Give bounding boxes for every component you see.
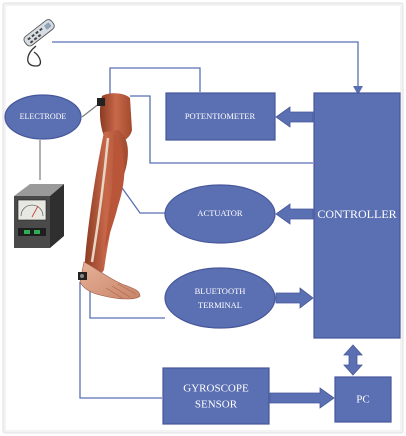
leg-anatomy-icon xyxy=(78,93,141,300)
electrode-label: ELECTRODE xyxy=(20,112,67,121)
pc-label: PC xyxy=(356,394,369,406)
remote-to-controller-wire xyxy=(52,41,359,88)
bluetooth-label-line1: BLUETOOTH xyxy=(195,286,246,296)
remote-control-icon xyxy=(23,19,55,67)
potentiometer-label: POTENTIOMETER xyxy=(185,111,256,121)
knee-to-controller-wire xyxy=(130,95,313,164)
controller-pc-double-arrow xyxy=(343,344,363,376)
bluetooth-label-line2: TERMINAL xyxy=(198,300,242,310)
controller-block: CONTROLLER xyxy=(313,92,401,339)
bluetooth-to-controller-arrow xyxy=(275,287,314,309)
bluetooth-terminal-block: BLUETOOTH TERMINAL xyxy=(164,267,276,329)
knee-to-potentiometer-wire xyxy=(109,67,201,100)
potentiometer-block: POTENTIOMETER xyxy=(165,92,276,141)
pc-block: PC xyxy=(334,376,392,423)
gyroscope-sensor-block: GYROSCOPE SENSOR xyxy=(162,367,270,425)
controller-to-potentiometer-arrow xyxy=(275,106,314,128)
ankle-to-gyroscope-wire xyxy=(79,282,162,399)
controller-label: CONTROLLER xyxy=(317,207,396,221)
electrode-block: ELECTRODE xyxy=(4,94,82,140)
meter-device-icon xyxy=(14,184,64,248)
controller-to-actuator-arrow xyxy=(275,203,314,225)
remote-wire-arrowhead xyxy=(353,86,363,95)
gyroscope-label-line2: SENSOR xyxy=(195,399,238,411)
gyroscope-label-line1: GYROSCOPE xyxy=(183,383,249,395)
actuator-label: ACTUATOR xyxy=(197,208,243,218)
shin-to-actuator-wire xyxy=(119,184,165,214)
actuator-block: ACTUATOR xyxy=(164,184,276,244)
gyroscope-to-pc-arrow xyxy=(269,387,335,409)
